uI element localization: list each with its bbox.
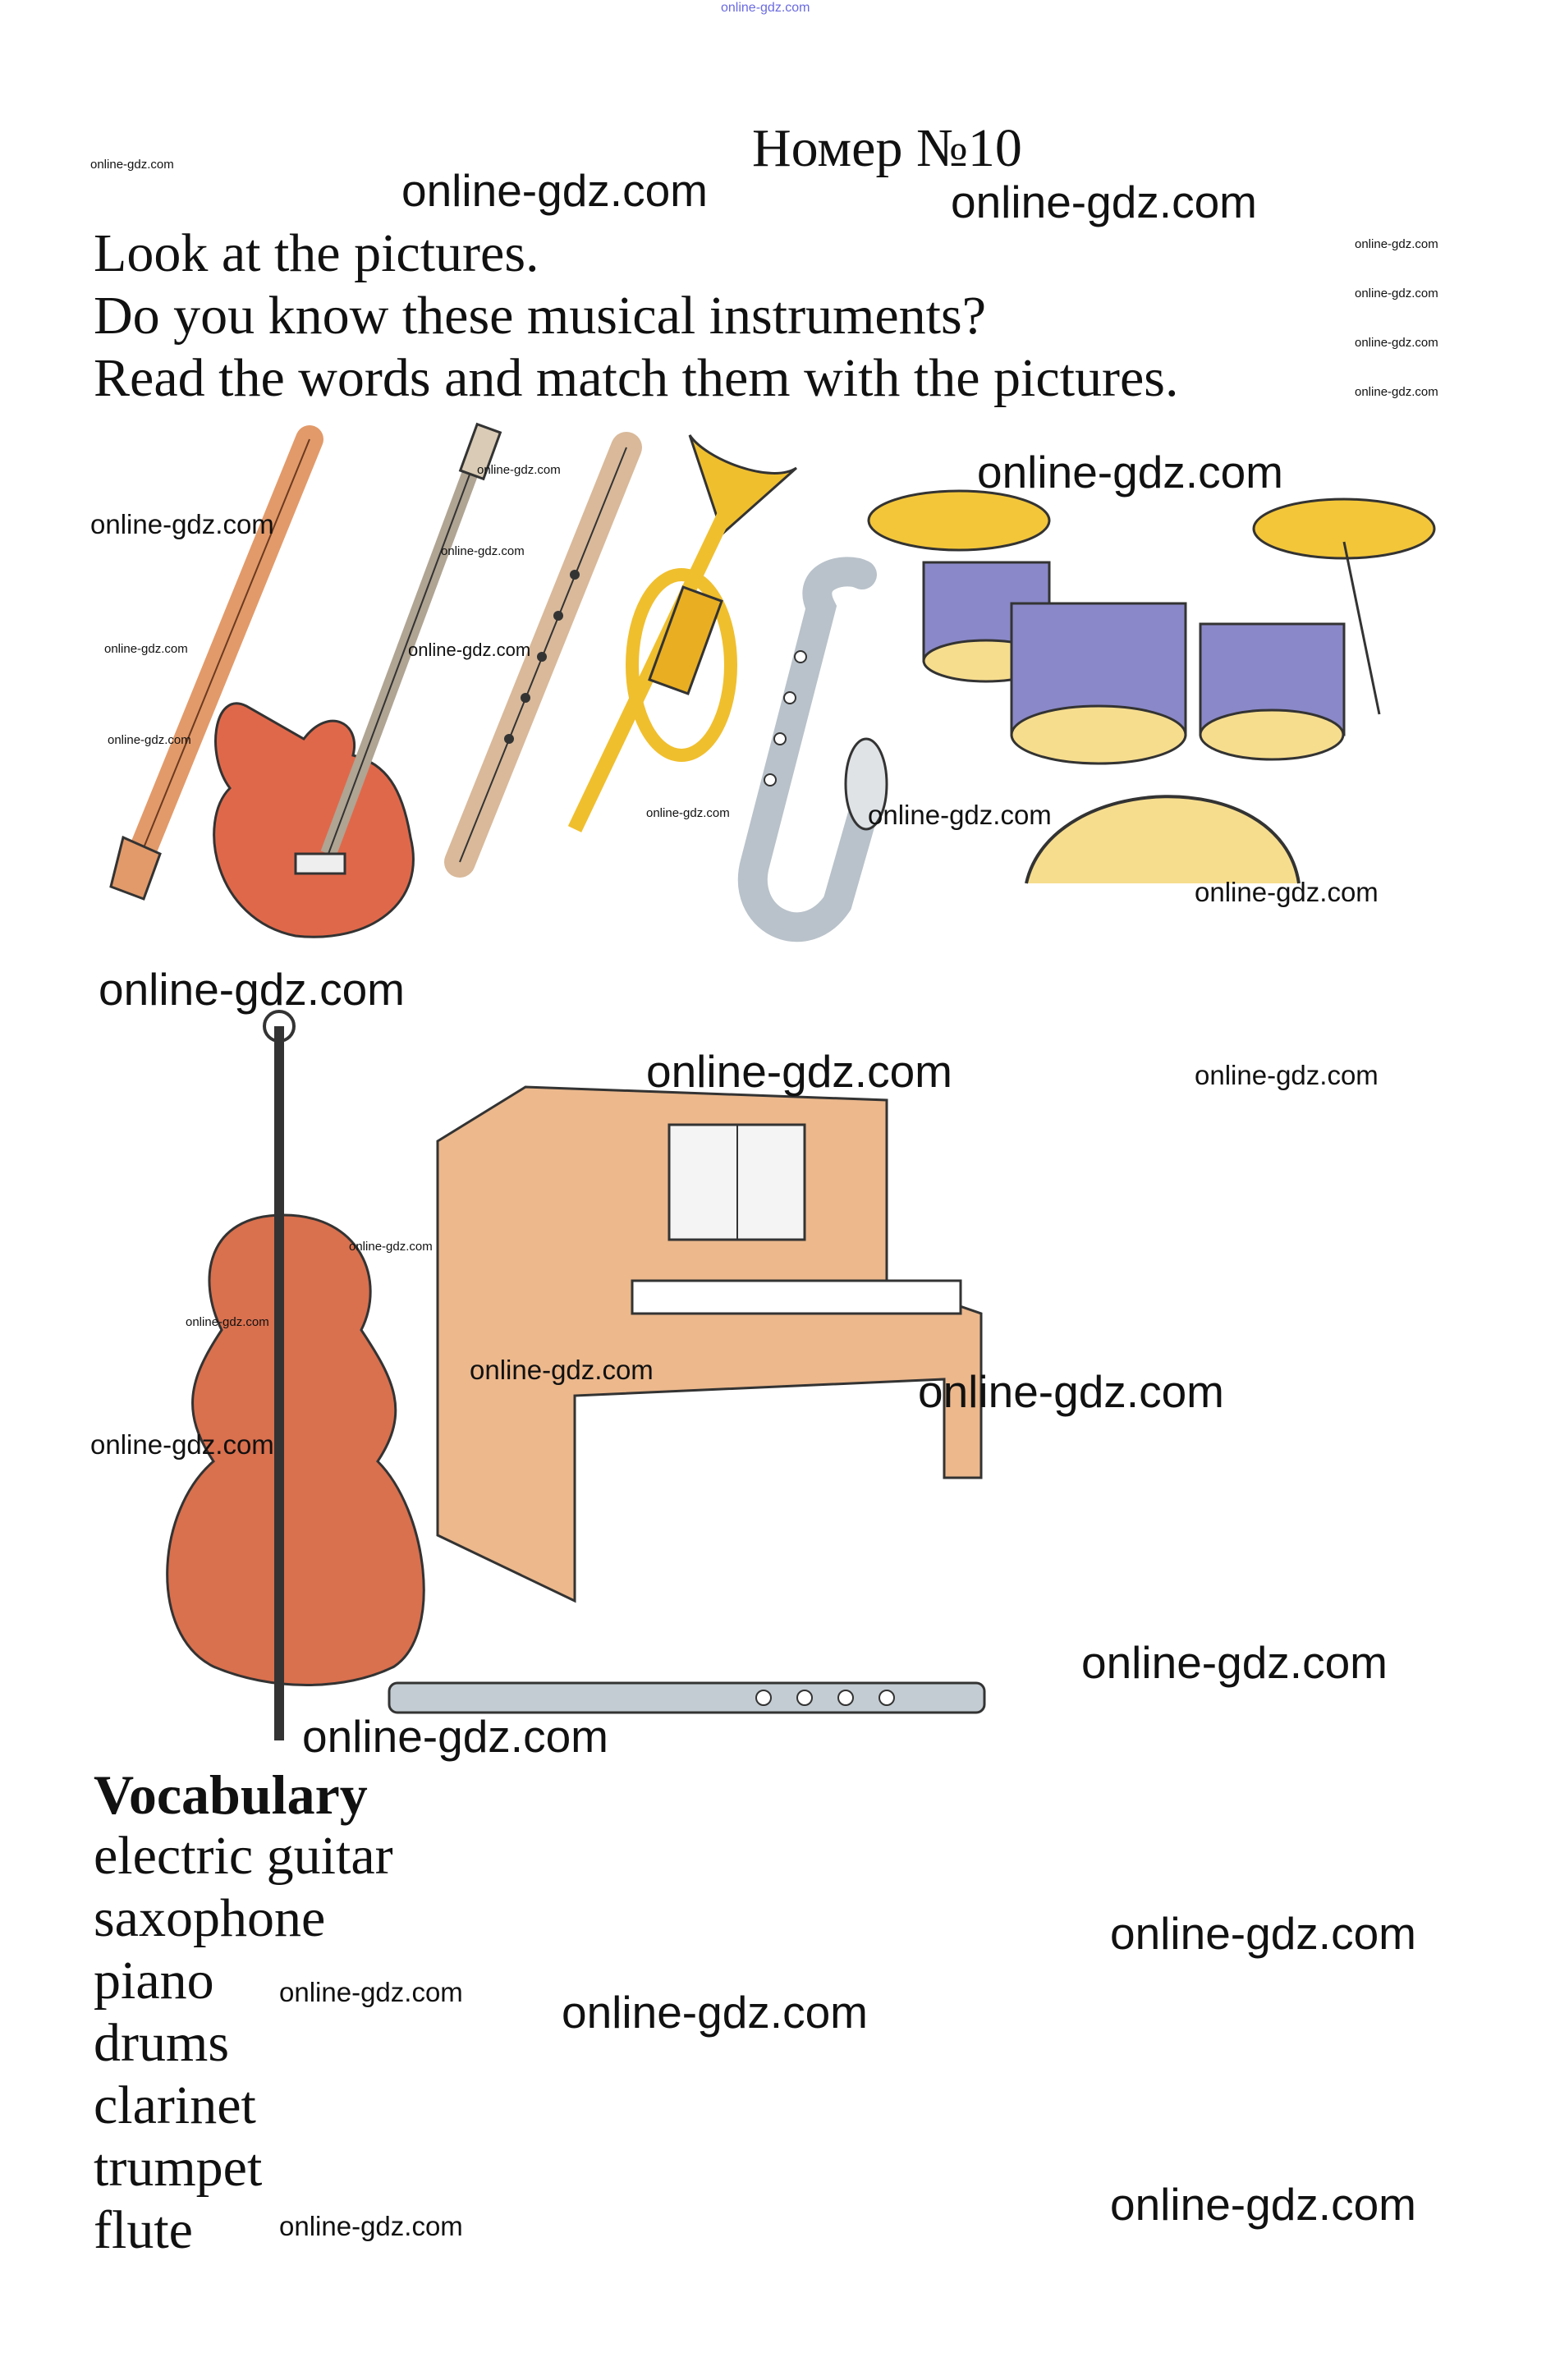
watermark: online-gdz.com bbox=[441, 544, 525, 558]
drum-kit-illustration bbox=[867, 489, 1436, 884]
watermark: online-gdz.com bbox=[977, 447, 1283, 498]
piano-illustration bbox=[436, 1085, 983, 1603]
vocabulary-heading: Vocabulary bbox=[94, 1763, 368, 1826]
watermark: online-gdz.com bbox=[562, 1987, 868, 2038]
watermark: online-gdz.com bbox=[349, 1240, 433, 1254]
vocabulary-item: clarinet bbox=[94, 2075, 256, 2135]
watermark: online-gdz.com bbox=[90, 509, 274, 539]
watermark: online-gdz.com bbox=[401, 165, 708, 216]
vocabulary-item: saxophone bbox=[94, 1888, 326, 1948]
watermark: online-gdz.com bbox=[90, 158, 174, 172]
watermark: online-gdz.com bbox=[646, 1046, 952, 1097]
watermark: online-gdz.com bbox=[1355, 336, 1438, 350]
instruction-line: Read the words and match them with the p… bbox=[94, 348, 1179, 408]
watermark: online-gdz.com bbox=[186, 1315, 269, 1329]
watermark: online-gdz.com bbox=[108, 733, 191, 747]
watermark: online-gdz.com bbox=[470, 1355, 654, 1385]
watermark: online-gdz.com bbox=[951, 177, 1257, 227]
watermark: online-gdz.com bbox=[1081, 1637, 1388, 1688]
watermark: online-gdz.com bbox=[1110, 1908, 1416, 1959]
watermark: online-gdz.com bbox=[1355, 385, 1438, 399]
watermark: online-gdz.com bbox=[918, 1366, 1224, 1417]
vocabulary-item: drums bbox=[94, 2013, 229, 2073]
watermark: online-gdz.com bbox=[104, 642, 188, 656]
cello-illustration bbox=[166, 1010, 425, 1740]
saxophone-illustration bbox=[737, 557, 888, 942]
watermark: online-gdz.com bbox=[408, 640, 531, 660]
watermark: online-gdz.com bbox=[477, 463, 561, 477]
watermark: online-gdz.com bbox=[99, 964, 405, 1015]
vocabulary-item: electric guitar bbox=[94, 1826, 393, 1886]
page-title: Номер №10 bbox=[752, 118, 1022, 178]
clarinet-illustration bbox=[109, 425, 323, 901]
vocabulary-item: piano bbox=[94, 1951, 214, 2011]
trumpet-illustration bbox=[567, 434, 797, 832]
watermark: online-gdz.com bbox=[90, 1429, 274, 1460]
vocabulary-item: trumpet bbox=[94, 2138, 263, 2198]
flute-illustration bbox=[388, 1681, 986, 1714]
electric-guitar-illustration bbox=[213, 422, 502, 938]
instruction-line: Look at the pictures. bbox=[94, 223, 539, 283]
watermark: online-gdz.com bbox=[1355, 237, 1438, 251]
watermark: online-gdz.com bbox=[1355, 287, 1438, 300]
watermark: online-gdz.com bbox=[279, 1977, 463, 2007]
recorder-illustration bbox=[444, 432, 642, 878]
watermark: online-gdz.com bbox=[1195, 877, 1379, 907]
instruction-line: Do you know these musical instruments? bbox=[94, 286, 987, 346]
watermark: online-gdz.com bbox=[721, 1, 810, 15]
watermark: online-gdz.com bbox=[646, 806, 730, 820]
vocabulary-item: flute bbox=[94, 2200, 193, 2260]
watermark: online-gdz.com bbox=[279, 2211, 463, 2241]
watermark: online-gdz.com bbox=[302, 1711, 608, 1762]
watermark: online-gdz.com bbox=[868, 800, 1052, 830]
watermark: online-gdz.com bbox=[1110, 2179, 1416, 2230]
watermark: online-gdz.com bbox=[1195, 1060, 1379, 1090]
